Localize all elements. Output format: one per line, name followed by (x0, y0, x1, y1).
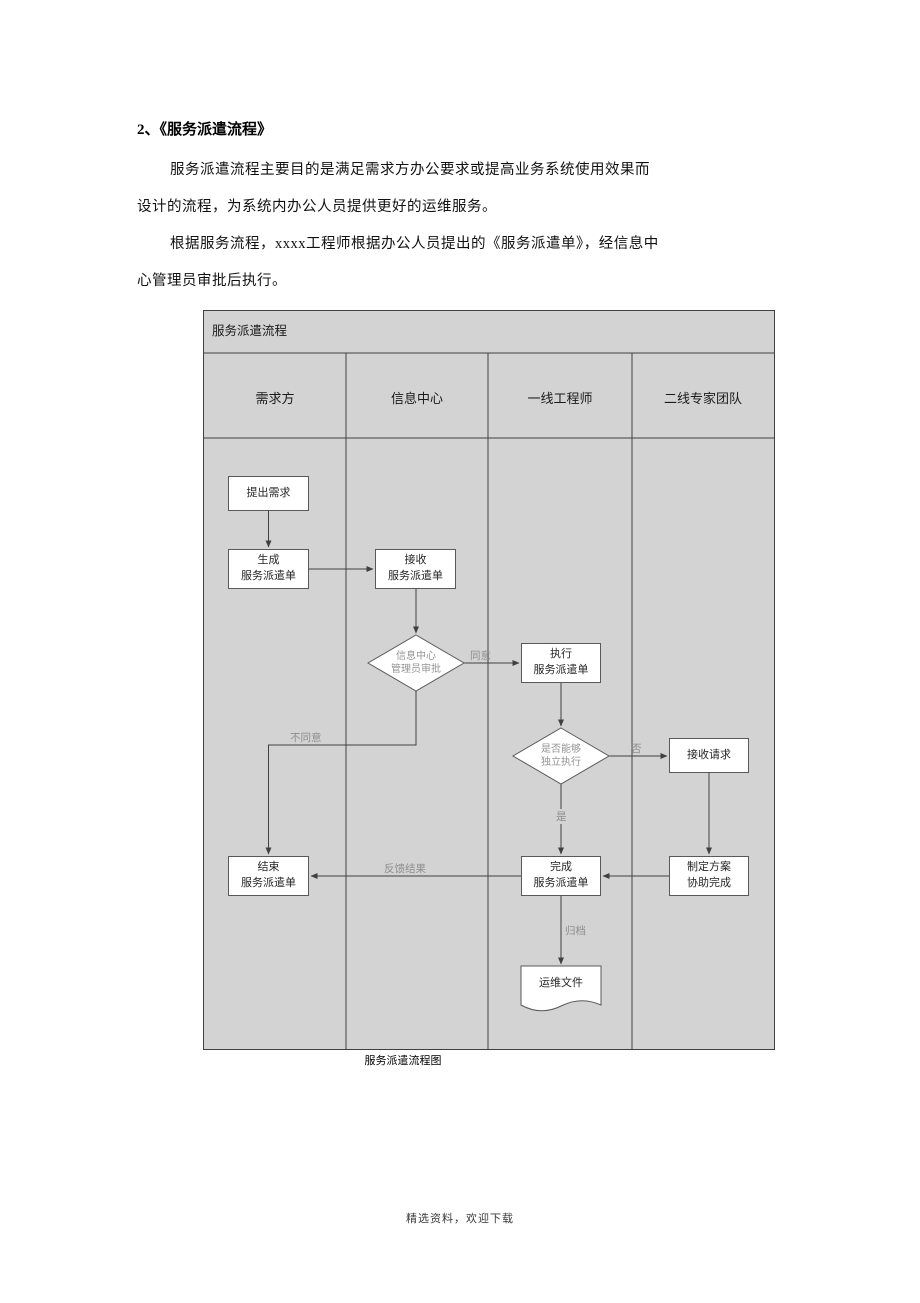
decision-can-execute-shape (512, 727, 610, 785)
paragraph-2-line-2: 心管理员审批后执行。 (137, 273, 287, 289)
paragraph-1-line-2: 设计的流程，为系统内办公人员提供更好的运维服务。 (137, 199, 497, 215)
lane-header-first-line-engineer: 一线工程师 (527, 391, 593, 406)
flowchart-title: 服务派遣流程 (212, 324, 288, 338)
decision-can-execute-label: 是否能够 独立执行 (541, 743, 581, 769)
node-receive-request: 接收请求 (669, 738, 749, 773)
node-ops-file-label: 运维文件 (539, 977, 583, 989)
lane-header-requester: 需求方 (255, 391, 295, 406)
node-execute-dispatch-order: 执行 服务派遣单 (521, 643, 601, 683)
edge-label-disagree: 不同意 (290, 733, 322, 744)
decision-admin-approve-label: 信息中心 管理员审批 (391, 650, 441, 676)
lane-header-second-line-experts: 二线专家团队 (663, 391, 742, 406)
node-raise-request: 提出需求 (228, 476, 309, 511)
edge-label-yes: 是 (554, 809, 569, 824)
flowchart-connectors (204, 352, 774, 1049)
node-generate-dispatch-order: 生成 服务派遣单 (228, 549, 309, 589)
node-receive-dispatch-order: 接收 服务派遣单 (375, 549, 456, 589)
section-heading: 2、《服务派遣流程》 (137, 122, 273, 138)
paragraph-1-line-1: 服务派遣流程主要目的是满足需求方办公要求或提高业务系统使用效果而 (170, 162, 650, 178)
paragraph-2-line-1: 根据服务流程，xxxx工程师根据办公人员提出的《服务派遣单》，经信息中 (170, 236, 659, 252)
swimlane-grid (204, 352, 774, 1049)
page-footer: 精选资料，欢迎下载 (406, 1213, 514, 1225)
flowchart-caption: 服务派遣流程图 (364, 1055, 442, 1067)
node-complete-dispatch-order: 完成 服务派遣单 (521, 856, 601, 896)
flow-arrows (265, 511, 712, 965)
node-make-plan-assist: 制定方案 协助完成 (669, 856, 749, 896)
decision-admin-approve-shape (367, 634, 465, 692)
edge-label-no: 否 (631, 744, 642, 755)
lane-header-info-center: 信息中心 (390, 391, 443, 406)
document-shape (520, 965, 602, 1012)
node-end-dispatch-order: 结束 服务派遣单 (228, 856, 309, 896)
flowchart-container: 服务派遣流程 需求方 信息中心 一线工程师 二线专家团队 提出需求 生成 服务派… (203, 310, 775, 1050)
edge-label-archive: 归档 (563, 923, 588, 938)
edge-label-feedback: 反馈结果 (384, 864, 426, 875)
edge-label-agree: 同意 (470, 651, 491, 662)
